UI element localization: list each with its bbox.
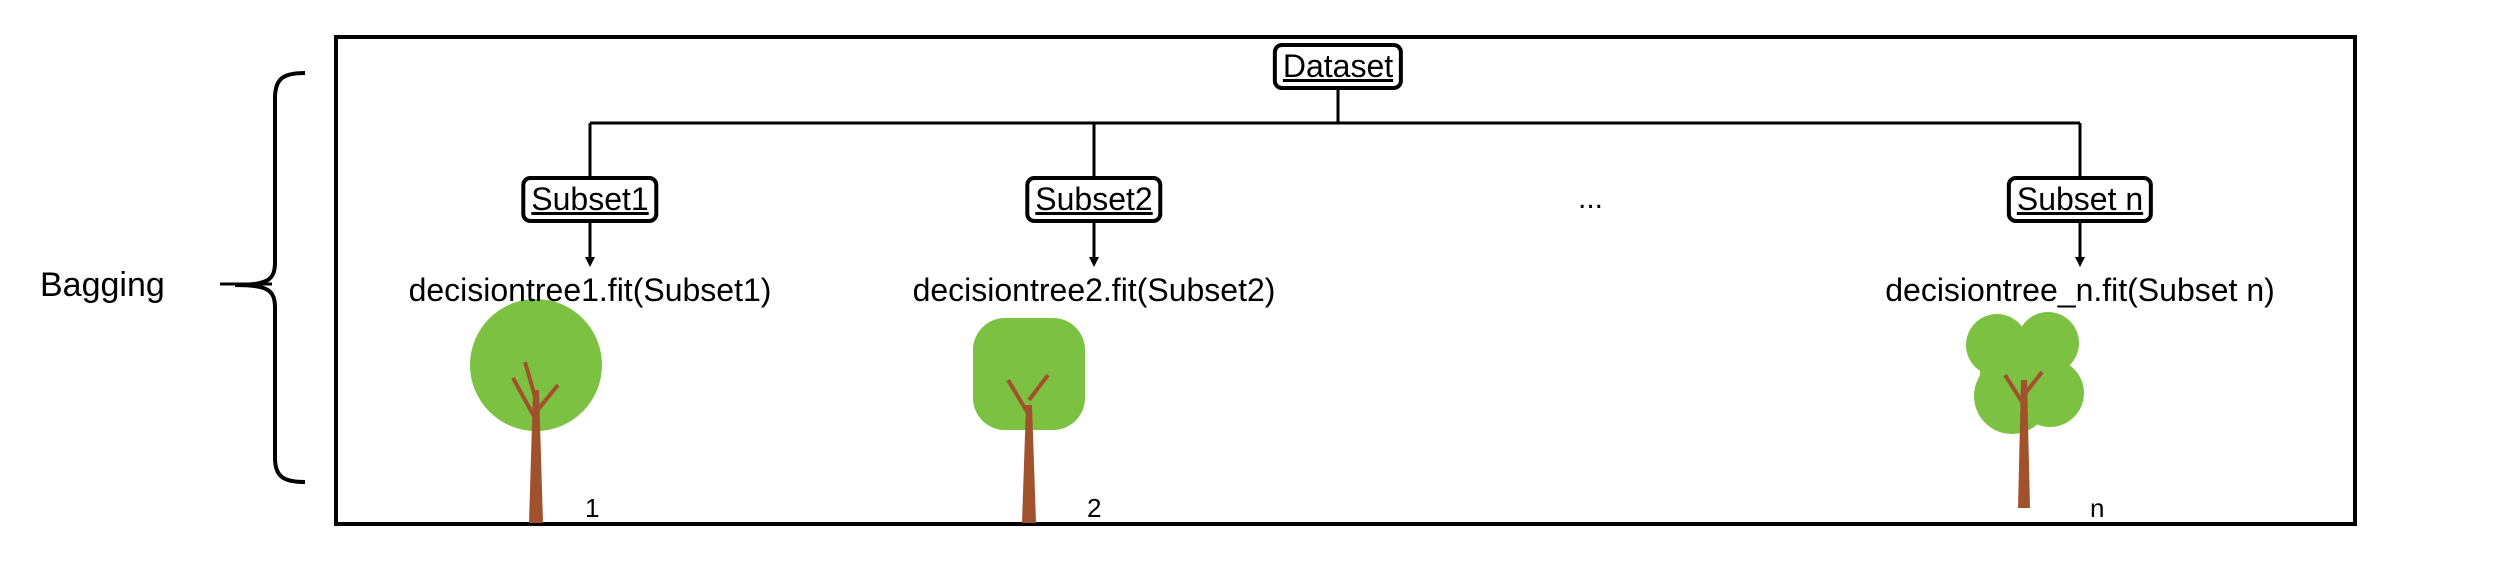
- ellipsis: ...: [1578, 182, 1604, 215]
- subsetn-node: Subset n: [2006, 176, 2154, 223]
- bagging-brace: [234, 71, 306, 484]
- tree-number-n: n: [2090, 493, 2105, 523]
- subset1-node: Subset1: [521, 176, 659, 223]
- subsetn-label: Subset n: [2016, 181, 2144, 217]
- dataset-label: Dataset: [1282, 48, 1394, 84]
- subset2-label: Subset2: [1035, 181, 1153, 217]
- tree-1-icon: [470, 299, 602, 523]
- tree-number-1: 1: [585, 493, 600, 523]
- tree-n-icon: [1966, 312, 2084, 508]
- fit-label-1: decisiontree1.fit(Subset1): [408, 272, 772, 308]
- bagging-label: Bagging: [40, 266, 165, 304]
- tree-number-2: 2: [1087, 493, 1102, 523]
- subset2-node: Subset2: [1025, 176, 1163, 223]
- subset1-label: Subset1: [531, 181, 649, 217]
- fit-label-2: decisiontree2.fit(Subset2): [912, 272, 1276, 308]
- dataset-node: Dataset: [1272, 43, 1404, 90]
- tree-2-icon: [973, 318, 1085, 523]
- bagging-frame: [334, 35, 2357, 526]
- fit-label-n: decisiontree_n.fit(Subset n): [1885, 272, 2275, 308]
